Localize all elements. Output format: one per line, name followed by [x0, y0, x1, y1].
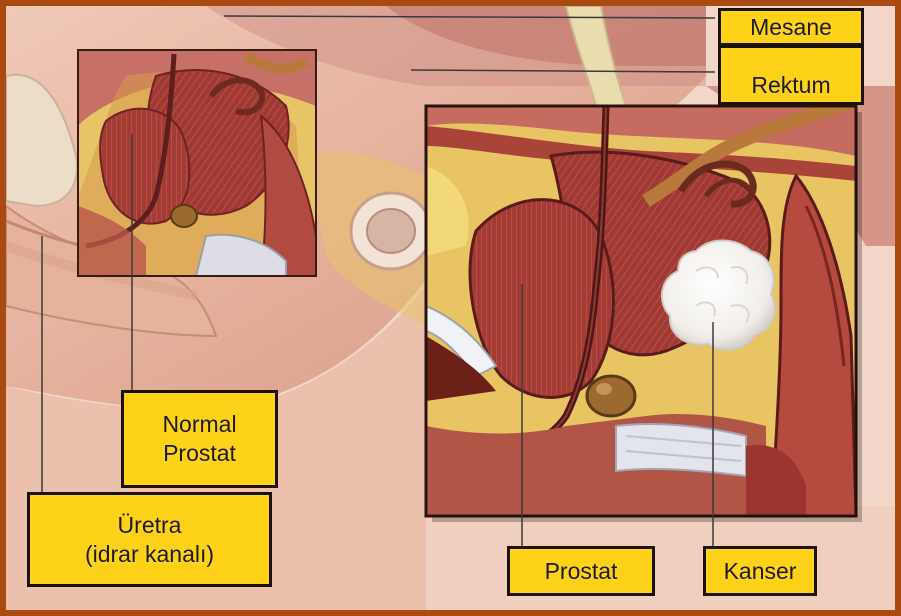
label-rektum-text: Rektum: [751, 71, 830, 100]
label-prostat: Prostat: [507, 546, 655, 596]
label-mesane-text: Mesane: [750, 13, 832, 42]
label-normal-prostat-line2: Prostat: [163, 439, 236, 468]
normal-inset: [78, 50, 316, 276]
label-uretra: Üretra (idrar kanalı): [27, 492, 272, 587]
label-rektum: Rektum: [718, 45, 864, 105]
label-mesane: Mesane: [718, 8, 864, 46]
cancer-inset: [426, 101, 856, 516]
label-kanser-text: Kanser: [724, 557, 797, 586]
label-uretra-line1: Üretra: [118, 511, 182, 540]
label-normal-prostat: Normal Prostat: [121, 390, 278, 488]
label-uretra-line2: (idrar kanalı): [85, 540, 214, 569]
label-kanser: Kanser: [703, 546, 817, 596]
label-normal-prostat-line1: Normal: [162, 410, 236, 439]
label-prostat-text: Prostat: [545, 557, 618, 586]
